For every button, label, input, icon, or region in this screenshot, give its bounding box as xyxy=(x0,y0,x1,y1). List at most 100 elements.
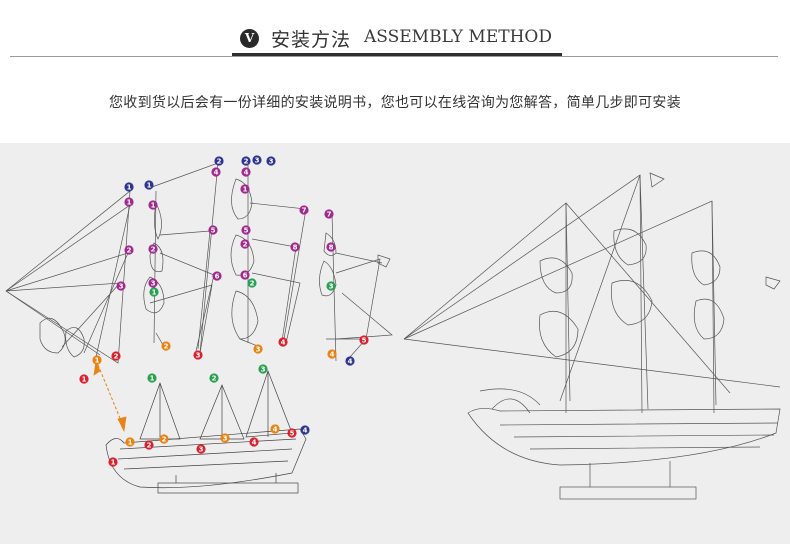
marker-green-3: 3 xyxy=(326,281,336,291)
marker-purple-4: 4 xyxy=(211,167,221,177)
marker-purple-5: 5 xyxy=(241,225,251,235)
marker-orange-3: 3 xyxy=(220,433,230,443)
marker-orange-2: 2 xyxy=(159,434,169,444)
svg-text:3: 3 xyxy=(223,435,228,443)
marker-orange-4: 4 xyxy=(327,349,337,359)
marker-green-3: 3 xyxy=(258,364,268,374)
marker-red-1: 1 xyxy=(79,374,89,384)
svg-text:3: 3 xyxy=(255,157,260,165)
marker-red-3: 3 xyxy=(196,444,206,454)
marker-orange-1: 1 xyxy=(125,437,135,447)
svg-text:5: 5 xyxy=(211,227,216,235)
svg-text:4: 4 xyxy=(348,358,353,366)
svg-text:4: 4 xyxy=(214,169,219,177)
marker-red-4: 4 xyxy=(249,437,259,447)
marker-navy-3: 3 xyxy=(252,155,262,165)
svg-text:2: 2 xyxy=(212,375,217,383)
marker-purple-1: 1 xyxy=(240,184,250,194)
assembly-illustration: 1 1 2 2 3 3 4 4 1 2 3 4 1 2 3 5 6 4 1 5 … xyxy=(5,155,781,500)
marker-navy-2: 2 xyxy=(241,156,251,166)
marker-purple-6: 6 xyxy=(240,270,250,280)
marker-navy-1: 1 xyxy=(144,180,154,190)
section-title-en: ASSEMBLY METHOD xyxy=(364,27,552,47)
section-header: V 安装方法 ASSEMBLY METHOD xyxy=(0,0,790,62)
marker-red-1: 1 xyxy=(108,457,118,467)
marker-navy-4: 4 xyxy=(300,425,310,435)
svg-text:2: 2 xyxy=(217,158,222,166)
svg-text:1: 1 xyxy=(127,199,132,207)
svg-text:3: 3 xyxy=(329,283,334,291)
svg-text:1: 1 xyxy=(151,202,156,210)
assembly-arrow xyxy=(97,364,123,424)
assembly-illustration-panel: 1 1 2 2 3 3 4 4 1 2 3 4 1 2 3 5 6 4 1 5 … xyxy=(0,143,790,544)
svg-text:1: 1 xyxy=(111,459,116,467)
svg-text:1: 1 xyxy=(128,439,133,447)
marker-red-2: 2 xyxy=(144,440,154,450)
marker-purple-8: 8 xyxy=(326,242,336,252)
svg-text:2: 2 xyxy=(162,436,167,444)
marker-purple-3: 3 xyxy=(116,281,126,291)
exploded-fore-sails xyxy=(143,162,219,354)
marker-orange-2: 2 xyxy=(161,341,171,351)
svg-text:8: 8 xyxy=(293,244,298,252)
svg-text:4: 4 xyxy=(281,339,286,347)
svg-text:3: 3 xyxy=(269,158,274,166)
svg-text:4: 4 xyxy=(303,427,308,435)
svg-text:6: 6 xyxy=(215,273,220,281)
svg-text:2: 2 xyxy=(114,353,119,361)
marker-purple-7: 7 xyxy=(299,205,309,215)
marker-red-5: 5 xyxy=(359,335,369,345)
marker-red-3: 3 xyxy=(193,350,203,360)
svg-text:4: 4 xyxy=(244,169,249,177)
svg-text:4: 4 xyxy=(252,439,257,447)
marker-orange-4: 4 xyxy=(270,424,280,434)
svg-text:2: 2 xyxy=(244,158,249,166)
header-divider xyxy=(10,56,778,57)
marker-navy-3: 3 xyxy=(266,156,276,166)
assembly-description: 您收到货以后会有一份详细的安装说明书，您也可以在线咨询为您解答，简单几步即可安装 xyxy=(109,95,681,111)
marker-navy-2: 2 xyxy=(214,156,224,166)
marker-green-1: 1 xyxy=(147,373,157,383)
svg-text:2: 2 xyxy=(151,246,156,254)
marker-red-4: 4 xyxy=(278,337,288,347)
marker-purple-2: 2 xyxy=(124,245,134,255)
svg-text:2: 2 xyxy=(164,343,169,351)
header-underline xyxy=(232,53,562,56)
exploded-bowsprit-sails xyxy=(5,190,131,364)
svg-text:8: 8 xyxy=(329,244,334,252)
marker-purple-2: 2 xyxy=(240,239,250,249)
svg-text:2: 2 xyxy=(147,442,152,450)
marker-red-5: 5 xyxy=(287,428,297,438)
svg-text:5: 5 xyxy=(290,430,295,438)
marker-purple-6: 6 xyxy=(212,271,222,281)
svg-text:1: 1 xyxy=(82,376,87,384)
marker-green-2: 2 xyxy=(247,278,257,288)
marker-purple-2: 2 xyxy=(148,244,158,254)
exploded-hull xyxy=(105,369,307,494)
svg-text:7: 7 xyxy=(302,207,307,215)
marker-purple-1: 1 xyxy=(148,200,158,210)
svg-text:2: 2 xyxy=(250,280,255,288)
marker-purple-1: 1 xyxy=(124,197,134,207)
marker-purple-4: 4 xyxy=(241,167,251,177)
marker-navy-4: 4 xyxy=(345,356,355,366)
svg-text:4: 4 xyxy=(273,426,278,434)
svg-text:3: 3 xyxy=(256,346,261,354)
assembled-ship xyxy=(403,172,781,500)
svg-text:1: 1 xyxy=(152,289,157,297)
svg-text:3: 3 xyxy=(196,352,201,360)
marker-green-2: 2 xyxy=(209,373,219,383)
marker-green-1: 1 xyxy=(149,287,159,297)
svg-text:1: 1 xyxy=(127,184,132,192)
svg-text:3: 3 xyxy=(151,280,156,288)
svg-text:2: 2 xyxy=(127,247,132,255)
svg-text:3: 3 xyxy=(261,366,266,374)
marker-navy-1: 1 xyxy=(124,182,134,192)
svg-text:2: 2 xyxy=(243,241,248,249)
marker-red-2: 2 xyxy=(111,351,121,361)
v-badge-icon: V xyxy=(240,29,259,48)
svg-text:1: 1 xyxy=(147,182,152,190)
svg-text:4: 4 xyxy=(330,351,335,359)
marker-orange-3: 3 xyxy=(253,344,263,354)
svg-text:1: 1 xyxy=(150,375,155,383)
